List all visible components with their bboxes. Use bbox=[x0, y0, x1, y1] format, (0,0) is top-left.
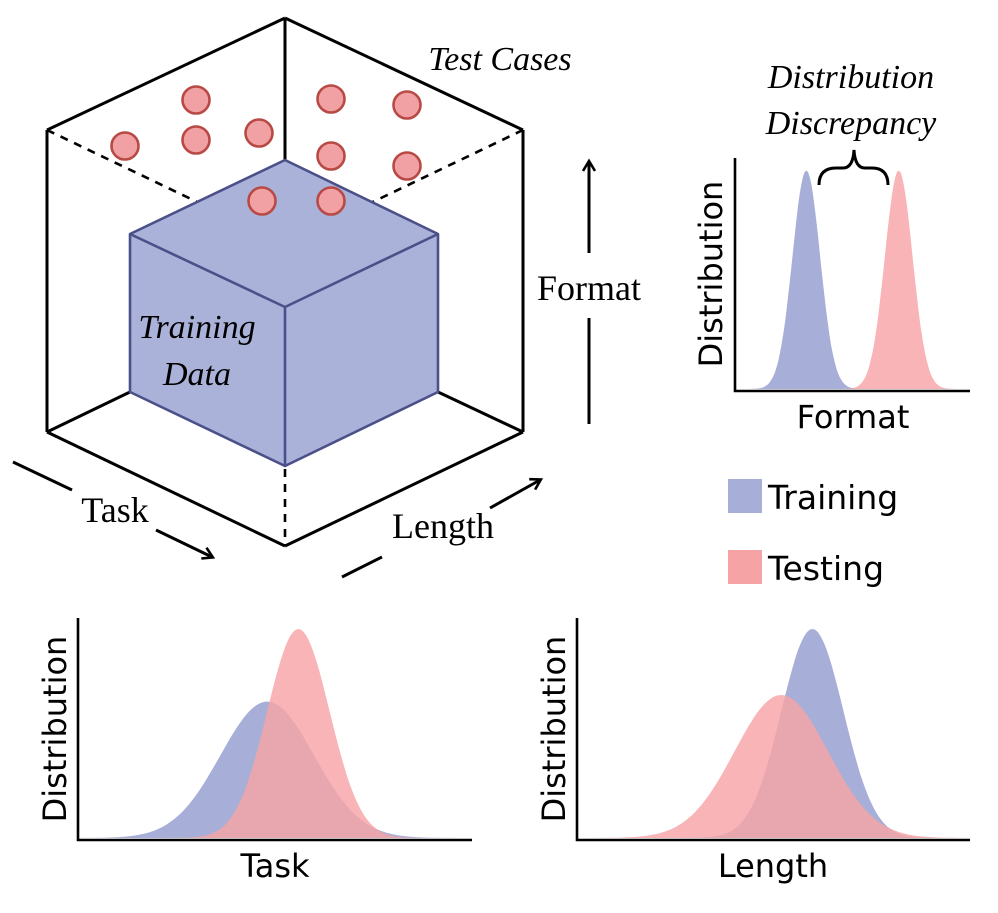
length-chart-ylabel: Distribution bbox=[535, 636, 573, 823]
format-training-curve bbox=[737, 170, 968, 389]
test-case-dot bbox=[244, 118, 274, 148]
test-case-dot bbox=[316, 141, 346, 171]
test-case-dot bbox=[110, 131, 140, 161]
test-case-dot bbox=[181, 125, 211, 155]
format-axis-label: Format bbox=[537, 268, 641, 308]
discrepancy-label-line2: Discrepancy bbox=[765, 105, 937, 142]
test-case-dot bbox=[316, 84, 346, 114]
length-axis-label: Length bbox=[392, 506, 494, 546]
test-case-dot bbox=[392, 90, 422, 120]
task-axis-arrow bbox=[155, 528, 212, 557]
discrepancy-brace bbox=[817, 149, 890, 186]
training-cube bbox=[128, 158, 440, 468]
legend-swatch-testing bbox=[728, 550, 762, 584]
legend: Training Testing bbox=[728, 478, 898, 588]
outer-edge bbox=[46, 430, 286, 548]
test-case-dot bbox=[316, 186, 346, 216]
training-data-label-line2: Data bbox=[162, 356, 231, 393]
task-axis-label: Task bbox=[81, 490, 148, 530]
length-chart-axes bbox=[575, 618, 970, 842]
length-testing-curve bbox=[579, 695, 968, 838]
task-axis-line bbox=[12, 460, 73, 492]
format-chart-xlabel: Format bbox=[797, 398, 910, 436]
outer-edge bbox=[437, 390, 524, 434]
test-case-dots bbox=[110, 84, 422, 216]
legend-label-testing: Testing bbox=[767, 549, 884, 588]
test-case-dot bbox=[247, 186, 277, 216]
outer-edge bbox=[46, 390, 131, 434]
outer-cube bbox=[45, 16, 525, 548]
task-chart-xlabel: Task bbox=[239, 847, 310, 885]
format-testing-curve bbox=[737, 170, 968, 389]
task-chart-ylabel: Distribution bbox=[36, 636, 74, 823]
task-testing-curve bbox=[80, 629, 470, 838]
test-case-dot bbox=[392, 151, 422, 181]
outer-edge bbox=[46, 16, 286, 132]
training-data-label-line1: Training bbox=[138, 309, 255, 346]
task-chart-axes bbox=[76, 618, 472, 842]
axis-arrows bbox=[12, 162, 589, 579]
test-cases-label: Test Cases bbox=[428, 41, 571, 78]
legend-label-training: Training bbox=[767, 478, 898, 517]
legend-swatch-training bbox=[728, 479, 762, 513]
discrepancy-label-line1: Distribution bbox=[767, 59, 934, 96]
format-distribution-chart: Format Distribution bbox=[692, 158, 970, 436]
task-distribution-chart: Task Distribution bbox=[36, 618, 472, 885]
length-axis-line bbox=[341, 555, 383, 579]
test-case-dot bbox=[181, 85, 211, 115]
outer-edge bbox=[284, 430, 524, 548]
outer-edge bbox=[284, 16, 524, 132]
format-chart-ylabel: Distribution bbox=[692, 181, 730, 368]
length-chart-xlabel: Length bbox=[718, 847, 828, 885]
length-distribution-chart: Length Distribution bbox=[535, 618, 970, 885]
length-axis-arrow bbox=[489, 480, 540, 510]
format-chart-axes bbox=[733, 158, 970, 393]
